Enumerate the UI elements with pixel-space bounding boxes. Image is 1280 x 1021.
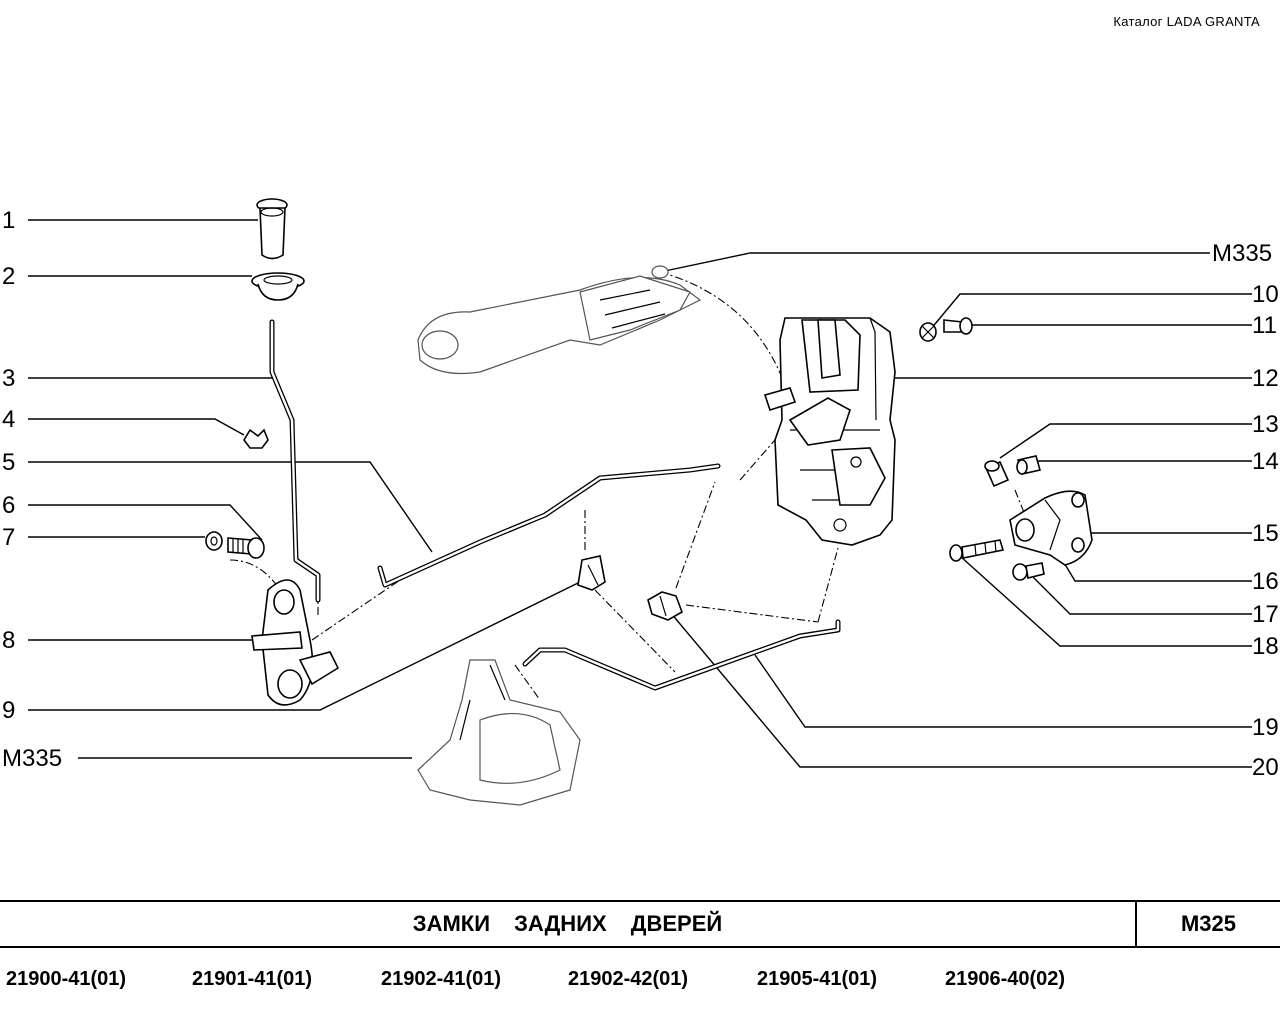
leader-lines: [28, 219, 1252, 768]
callout-6: 6: [2, 492, 15, 519]
callout-3: 3: [2, 365, 15, 392]
model-list: 21900-41(01) 21901-41(01) 21902-41(01) 2…: [0, 968, 1280, 998]
footer-title-row: ЗАМКИ ЗАДНИХ ДВЕРЕЙ M325: [0, 900, 1280, 948]
callout-17: 17: [1252, 601, 1279, 628]
callout-ref-top: M335: [1212, 240, 1272, 267]
lock-rod-part-3: [269, 319, 321, 603]
inner-door-handle-reference: [417, 659, 581, 806]
model-code: 21902-42(01): [568, 968, 689, 990]
inner-lever-part-8: [251, 579, 340, 706]
rod-clip-part-9: [577, 555, 606, 591]
page-title: ЗАМКИ ЗАДНИХ ДВЕРЕЙ: [412, 911, 723, 936]
callout-8: 8: [2, 627, 15, 654]
inner-handle-rod-part-19: [522, 619, 841, 691]
bushing-part-13: [984, 460, 1010, 488]
page-code: M325: [1135, 902, 1280, 946]
callout-14: 14: [1252, 448, 1279, 475]
striker-plate-part-15: [1009, 490, 1093, 566]
callout-4: 4: [2, 406, 15, 433]
callout-15: 15: [1252, 520, 1279, 547]
screw-part-11: [943, 317, 973, 335]
pin-part-14: [1016, 455, 1042, 475]
callout-12: 12: [1252, 365, 1279, 392]
outer-handle-rod-part-5: [377, 463, 721, 588]
grommet-part-2: [251, 272, 305, 301]
plug-part-10: [919, 322, 937, 342]
callout-13: 13: [1252, 411, 1279, 438]
exploded-parts-diagram: 1 2 3 4 5 6 7 8 9 M335 M335 10 11 12 13 …: [2, 198, 1279, 806]
callout-16: 16: [1252, 568, 1279, 595]
callout-19: 19: [1252, 714, 1279, 741]
screw-part-17: [1012, 562, 1045, 581]
callout-labels: 1 2 3 4 5 6 7 8 9 M335 M335 10 11 12 13 …: [2, 207, 1279, 781]
callout-9: 9: [2, 697, 15, 724]
model-code: 21900-41(01): [6, 968, 127, 990]
model-code: 21906-40(02): [945, 968, 1066, 990]
model-code: 21905-41(01): [757, 968, 878, 990]
outer-door-handle-reference: [417, 265, 702, 375]
model-code: 21902-41(01): [381, 968, 502, 990]
assembly-lines: [229, 271, 1026, 701]
catalog-header: Каталог LADA GRANTA: [1113, 14, 1260, 29]
callout-5: 5: [2, 449, 15, 476]
knob-sleeve-part-1: [256, 198, 288, 260]
callout-10: 10: [1252, 281, 1279, 308]
bolt-part-18: [949, 539, 1005, 562]
callout-ref-left: M335: [2, 745, 62, 772]
bolt-part-6: [227, 537, 265, 559]
callout-7: 7: [2, 524, 15, 551]
washer-part-7: [205, 531, 223, 551]
callout-11: 11: [1252, 312, 1277, 339]
callout-18: 18: [1252, 633, 1279, 660]
callout-20: 20: [1252, 754, 1279, 781]
callout-2: 2: [2, 263, 15, 290]
rod-clip-part-20: [647, 591, 683, 621]
callout-1: 1: [2, 207, 15, 234]
door-lock-part-12: [763, 317, 896, 546]
model-code: 21901-41(01): [192, 968, 313, 990]
clip-part-4: [243, 428, 269, 449]
